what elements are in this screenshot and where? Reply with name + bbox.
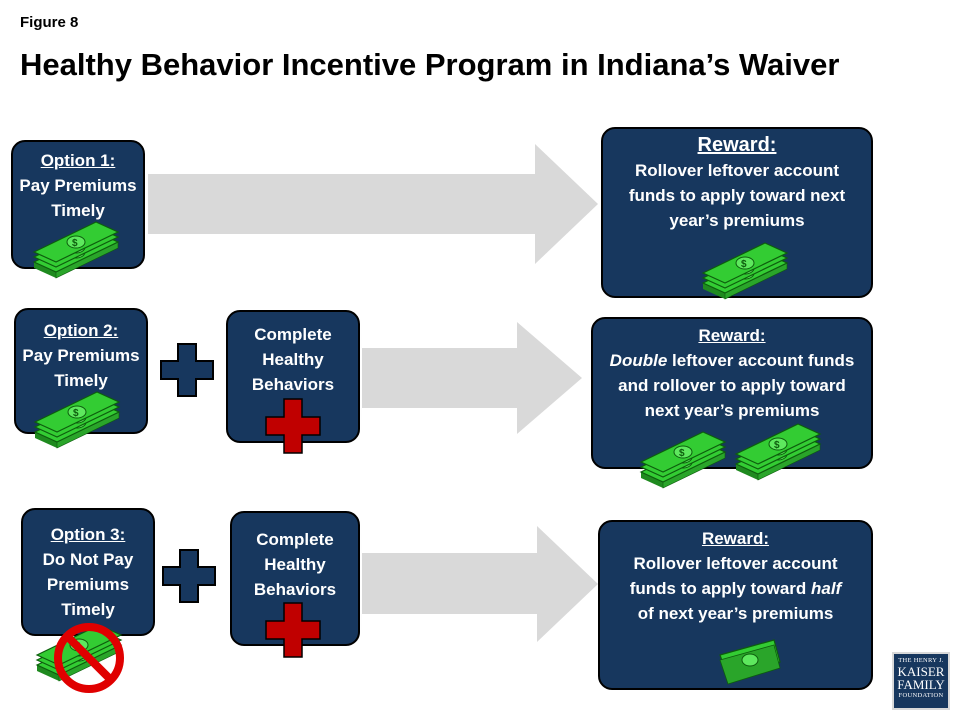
option-2-box: Option 2: Pay Premiums Timely (14, 308, 148, 434)
arrow-icon (148, 144, 598, 264)
reward-2-heading: Reward: (698, 326, 766, 345)
health-cross-icon (265, 398, 321, 454)
no-sign-icon (54, 623, 124, 693)
reward-1-line: Rollover leftover account (634, 161, 840, 180)
behaviors-3-text-line: Behaviors (253, 580, 337, 599)
reward-1-line: funds to apply toward next (628, 186, 846, 205)
money-stack-icon (703, 243, 787, 299)
behaviors-3-text-line: Healthy (264, 555, 326, 574)
reward-3-emphasis: half (811, 579, 842, 598)
money-stack-icon (641, 432, 725, 488)
logo-line: FAMILY (897, 677, 945, 692)
figure-label: Figure 8 (20, 14, 79, 31)
reward-2-line: Double leftover account funds (593, 348, 871, 373)
reward-1-box: Reward: Rollover leftover account funds … (601, 127, 873, 298)
option-3-box: Option 3: Do Not Pay Premiums Timely (21, 508, 155, 636)
option-3-text-line: Timely (61, 600, 115, 619)
page-title: Healthy Behavior Incentive Program in In… (20, 47, 840, 82)
option-1-heading: Option 1: (40, 151, 116, 170)
plus-icon (162, 549, 216, 603)
reward-1-heading: Reward: (697, 134, 777, 156)
reward-3-line: funds to apply toward half (600, 576, 871, 601)
logo-line: THE HENRY J. (898, 657, 944, 664)
option-3-text-line: Do Not Pay (42, 550, 134, 569)
arrow-icon (362, 526, 598, 642)
behaviors-2-text-line: Healthy (262, 350, 324, 369)
health-cross-icon (265, 602, 321, 658)
reward-3-heading: Reward: (701, 529, 770, 548)
money-stack-icon (736, 424, 820, 480)
option-2-text-line: Pay Premiums (22, 346, 140, 365)
reward-2-line-rest: leftover account funds (667, 351, 855, 370)
option-3-text-line: Premiums (46, 575, 130, 594)
behaviors-2-text-line: Complete (254, 325, 332, 344)
money-stack-icon (34, 222, 118, 278)
reward-2-emphasis: Double (609, 351, 668, 370)
reward-3-line: Rollover leftover account (633, 554, 838, 573)
logo-line: KAISER (897, 664, 945, 679)
reward-3-line-start: funds to apply toward (629, 579, 812, 598)
option-1-text-line: Timely (51, 201, 105, 220)
reward-2-box: Reward: Double leftover account funds an… (591, 317, 873, 469)
behaviors-3-box: Complete Healthy Behaviors (230, 511, 360, 646)
money-stack-icon (35, 392, 119, 448)
reward-1-line: year’s premiums (669, 211, 805, 230)
kff-logo: THE HENRY J. KAISER FAMILY FOUNDATION (892, 652, 950, 710)
arrow-icon (362, 322, 582, 434)
reward-2-line: next year’s premiums (644, 401, 820, 420)
behaviors-2-text-line: Behaviors (251, 375, 335, 394)
plus-icon (160, 343, 214, 397)
option-1-box: Option 1: Pay Premiums Timely (11, 140, 145, 269)
reward-3-line: of next year’s premiums (637, 604, 834, 623)
option-1-text-line: Pay Premiums (19, 176, 137, 195)
money-stack-icon (719, 639, 781, 685)
logo-line: FOUNDATION (898, 692, 944, 699)
option-2-text-line: Timely (54, 371, 108, 390)
option-2-heading: Option 2: (43, 321, 119, 340)
behaviors-3-text-line: Complete (256, 530, 334, 549)
option-3-heading: Option 3: (50, 525, 126, 544)
reward-2-line: and rollover to apply toward (618, 376, 846, 395)
